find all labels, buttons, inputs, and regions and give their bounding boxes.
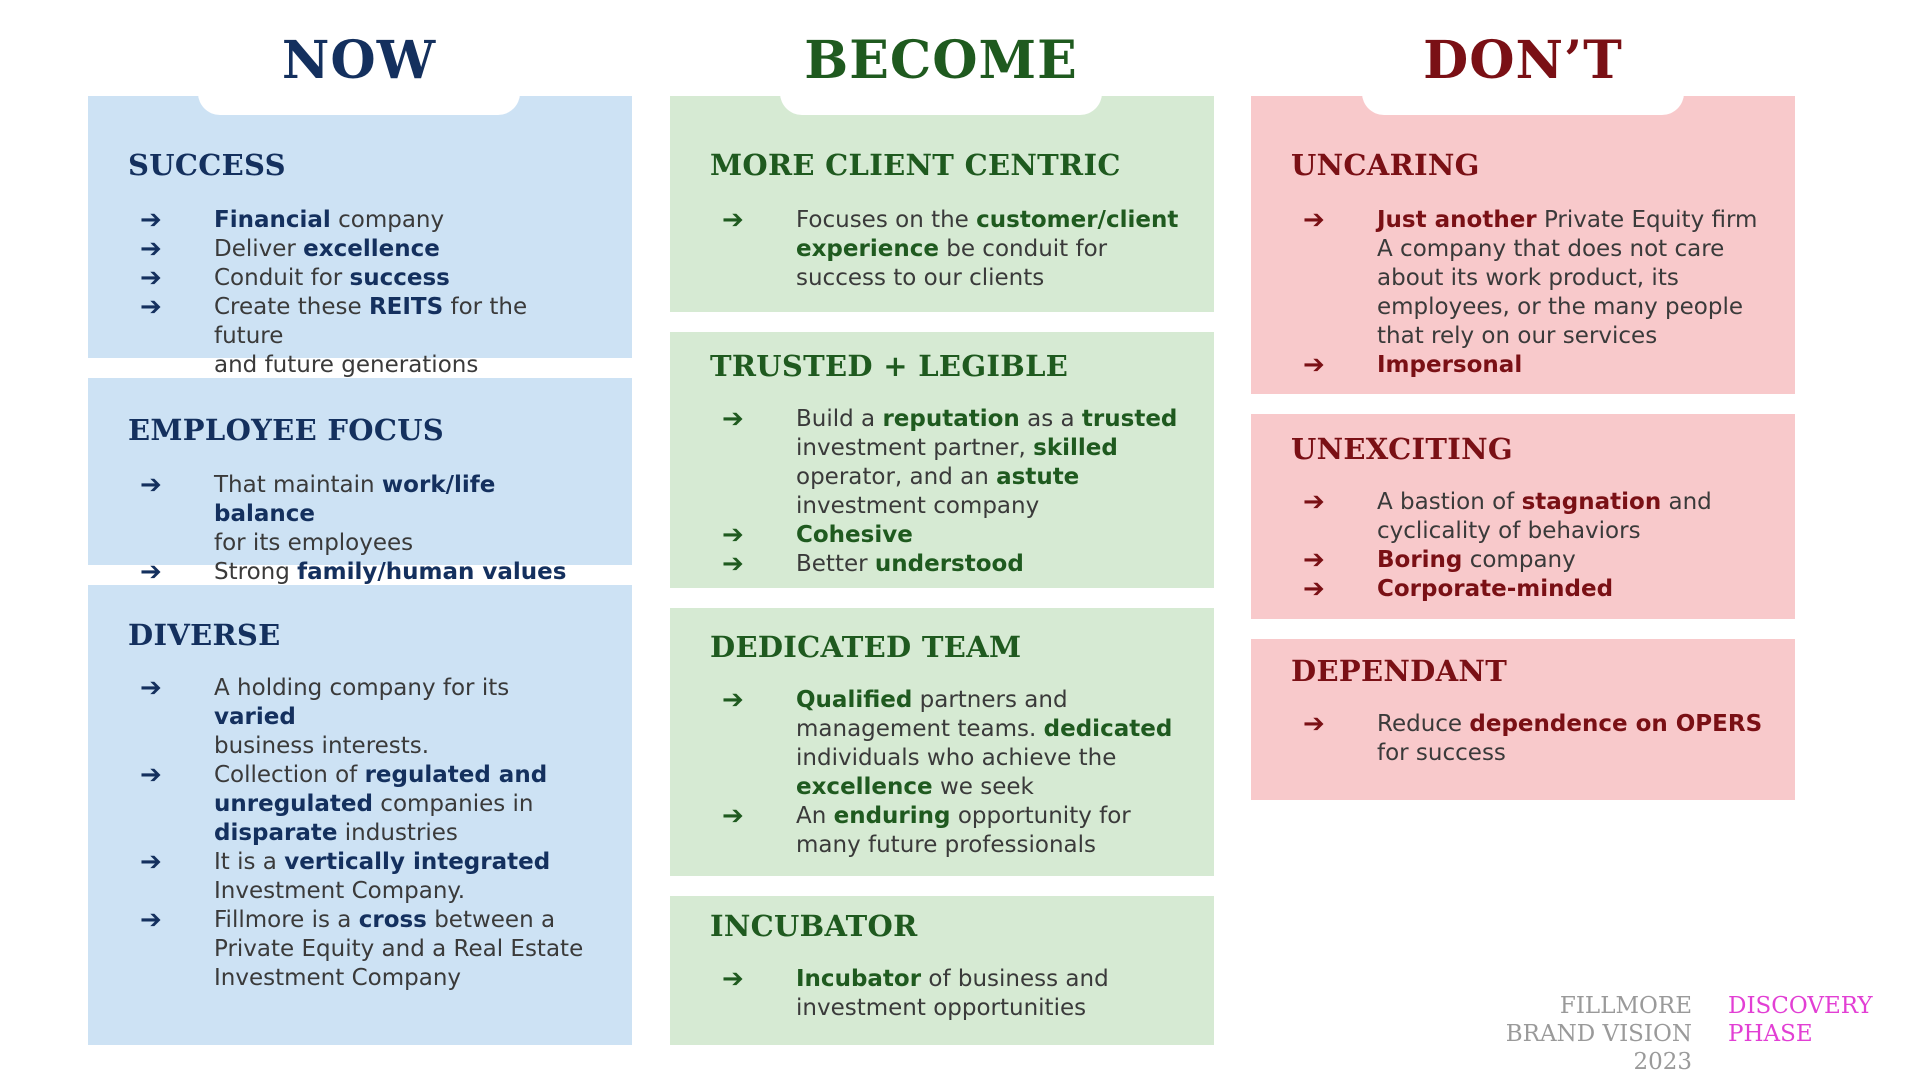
arrow-icon: ➔	[722, 964, 744, 994]
bullet-list: ➔Reduce dependence on OPERS for success	[1303, 710, 1765, 768]
arrow-icon: ➔	[1303, 545, 1325, 575]
arrow-icon: ➔	[722, 685, 744, 715]
arrow-icon: ➔	[1303, 487, 1325, 517]
bullet-list: ➔Build a reputation as a trusted investm…	[722, 405, 1184, 579]
column-title-dont: DON’T	[1362, 5, 1684, 115]
arrow-icon: ➔	[140, 847, 162, 877]
bullet-item: ➔Qualified partners and management teams…	[722, 685, 1173, 801]
footer-phase-line2: PHASE	[1728, 1021, 1813, 1047]
card-heading: UNCARING	[1291, 148, 1480, 182]
card-heading: TRUSTED + LEGIBLE	[710, 349, 1069, 383]
bullet-item: ➔Reduce dependence on OPERS for success	[1303, 709, 1763, 767]
card-heading: MORE CLIENT CENTRIC	[710, 148, 1121, 182]
card-heading: DIVERSE	[128, 618, 281, 652]
card-success: SUCCESS ➔Financial company ➔Deliver exce…	[88, 96, 632, 378]
arrow-icon: ➔	[722, 404, 744, 434]
bullet-item: ➔Fillmore is a cross between a Private E…	[140, 905, 584, 992]
bullet-list: ➔A bastion of stagnation and cyclicality…	[1303, 488, 1765, 604]
arrow-icon: ➔	[140, 557, 162, 587]
footer-brand: FILLMORE BRAND VISION 2023	[1470, 992, 1692, 1076]
footer-brand-vision: BRAND VISION 2023	[1505, 1021, 1692, 1075]
card-heading: SUCCESS	[128, 148, 286, 182]
card-diverse: DIVERSE ➔A holding company for its varie…	[88, 585, 632, 1045]
arrow-icon: ➔	[140, 205, 162, 235]
bullet-item: ➔Cohesive	[722, 520, 913, 550]
bullet-list: ➔Just another Private Equity firm A comp…	[1303, 206, 1765, 380]
bullet-item: ➔Focuses on the customer/client experien…	[722, 205, 1179, 292]
bullet-list: ➔Focuses on the customer/client experien…	[722, 206, 1184, 293]
arrow-icon: ➔	[140, 292, 162, 322]
bullet-item: ➔An enduring opportunity for many future…	[722, 801, 1131, 859]
card-dedicated-team: DEDICATED TEAM ➔Qualified partners and m…	[670, 608, 1214, 876]
card-dependant: DEPENDANT ➔Reduce dependence on OPERS fo…	[1251, 639, 1795, 800]
bullet-item: ➔Strong family/human values	[140, 557, 567, 587]
bullet-item: ➔Deliver excellence	[140, 234, 440, 264]
arrow-icon: ➔	[722, 549, 744, 579]
bullet-item: ➔Better understood	[722, 549, 1024, 579]
arrow-icon: ➔	[1303, 709, 1325, 739]
footer-brand-name: FILLMORE	[1559, 993, 1692, 1019]
bullet-item: ➔Corporate-minded	[1303, 574, 1614, 604]
arrow-icon: ➔	[722, 801, 744, 831]
arrow-icon: ➔	[140, 234, 162, 264]
card-more-client-centric: MORE CLIENT CENTRIC ➔Focuses on the cust…	[670, 96, 1214, 312]
arrow-icon: ➔	[140, 673, 162, 703]
bullet-item: ➔Boring company	[1303, 545, 1576, 575]
card-incubator: INCUBATOR ➔Incubator of business and inv…	[670, 896, 1214, 1045]
arrow-icon: ➔	[722, 205, 744, 235]
arrow-icon: ➔	[1303, 205, 1325, 235]
arrow-icon: ➔	[140, 760, 162, 790]
arrow-icon: ➔	[140, 470, 162, 500]
arrow-icon: ➔	[1303, 574, 1325, 604]
bullet-list: ➔Incubator of business and investment op…	[722, 965, 1184, 1023]
arrow-icon: ➔	[722, 520, 744, 550]
column-title-now: NOW	[198, 5, 520, 115]
bullet-item: ➔Collection of regulated and unregulated…	[140, 760, 548, 847]
bullet-item: ➔Impersonal	[1303, 350, 1523, 380]
bullet-list: ➔Financial company ➔Deliver excellence ➔…	[140, 206, 602, 380]
card-heading: UNEXCITING	[1291, 432, 1513, 466]
footer-phase: DISCOVERY PHASE	[1728, 992, 1873, 1048]
arrow-icon: ➔	[140, 905, 162, 935]
card-heading: INCUBATOR	[710, 909, 918, 943]
card-employee-focus: EMPLOYEE FOCUS ➔That maintain work/life …	[88, 378, 632, 587]
arrow-icon: ➔	[1303, 350, 1325, 380]
bullet-item: ➔A bastion of stagnation and cyclicality…	[1303, 487, 1712, 545]
card-heading: DEPENDANT	[1291, 654, 1508, 688]
bullet-item: ➔Financial company	[140, 205, 445, 235]
card-uncaring: UNCARING ➔Just another Private Equity fi…	[1251, 96, 1795, 394]
bullet-item: ➔Just another Private Equity firm A comp…	[1303, 205, 1758, 350]
column-title-become: BECOME	[780, 5, 1102, 115]
card-heading: DEDICATED TEAM	[710, 630, 1022, 664]
bullet-item: ➔Conduit for success	[140, 263, 450, 293]
footer-phase-line1: DISCOVERY	[1728, 993, 1873, 1019]
card-heading: EMPLOYEE FOCUS	[128, 413, 445, 447]
arrow-icon: ➔	[140, 263, 162, 293]
card-unexciting: UNEXCITING ➔A bastion of stagnation and …	[1251, 414, 1795, 619]
bullet-list: ➔Qualified partners and management teams…	[722, 686, 1184, 860]
card-trusted-legible: TRUSTED + LEGIBLE ➔Build a reputation as…	[670, 332, 1214, 588]
bullet-item: ➔Incubator of business and investment op…	[722, 964, 1109, 1022]
bullet-item: ➔Build a reputation as a trusted investm…	[722, 404, 1178, 520]
